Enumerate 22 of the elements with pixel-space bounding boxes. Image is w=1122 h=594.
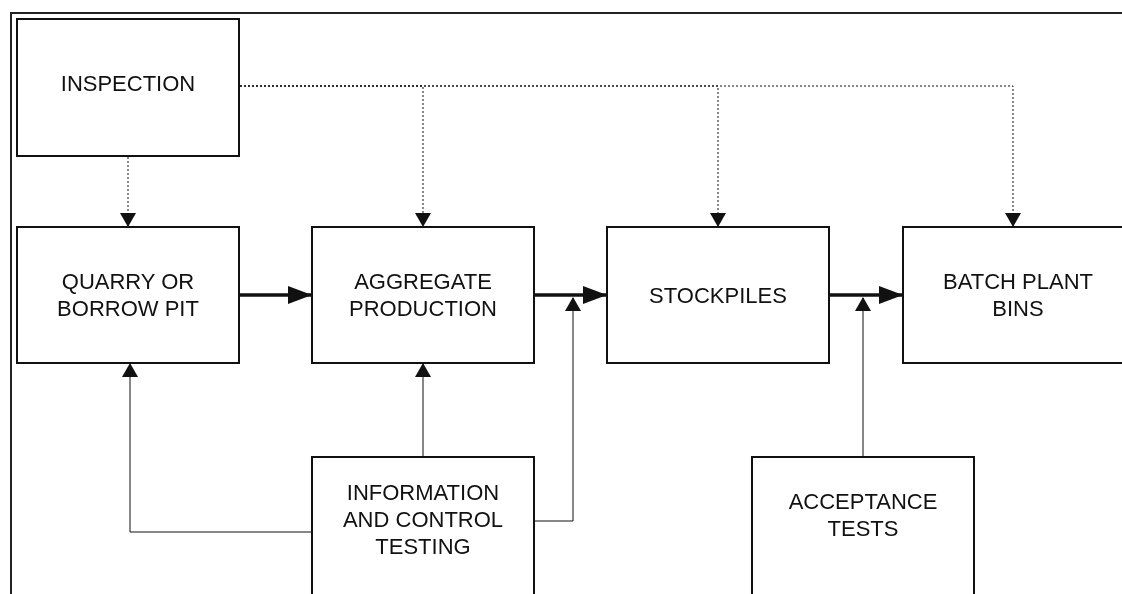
process-box [311,226,535,364]
arrow [240,286,312,304]
arrow [120,156,136,227]
box-label: BATCH PLANT BINS [942,268,1094,322]
box-label: INFORMATION AND CONTROL TESTING [341,478,505,560]
process-box [16,18,240,157]
arrow [830,286,903,304]
box-label: AGGREGATE PRODUCTION [348,268,498,322]
arrow [122,363,312,533]
arrow [855,297,871,457]
box-label: QUARRY OR BORROW PIT [56,268,200,322]
arrow [534,297,581,522]
process-box [16,226,240,364]
box-label: ACCEPTANCE TESTS [787,488,939,542]
box-label: STOCKPILES [649,281,787,309]
process-box [606,226,830,364]
box-label: INSPECTION [60,70,196,97]
process-box [311,456,535,594]
arrow [535,286,607,304]
process-box [902,226,1122,364]
process-box [751,456,975,594]
arrow [415,363,431,457]
